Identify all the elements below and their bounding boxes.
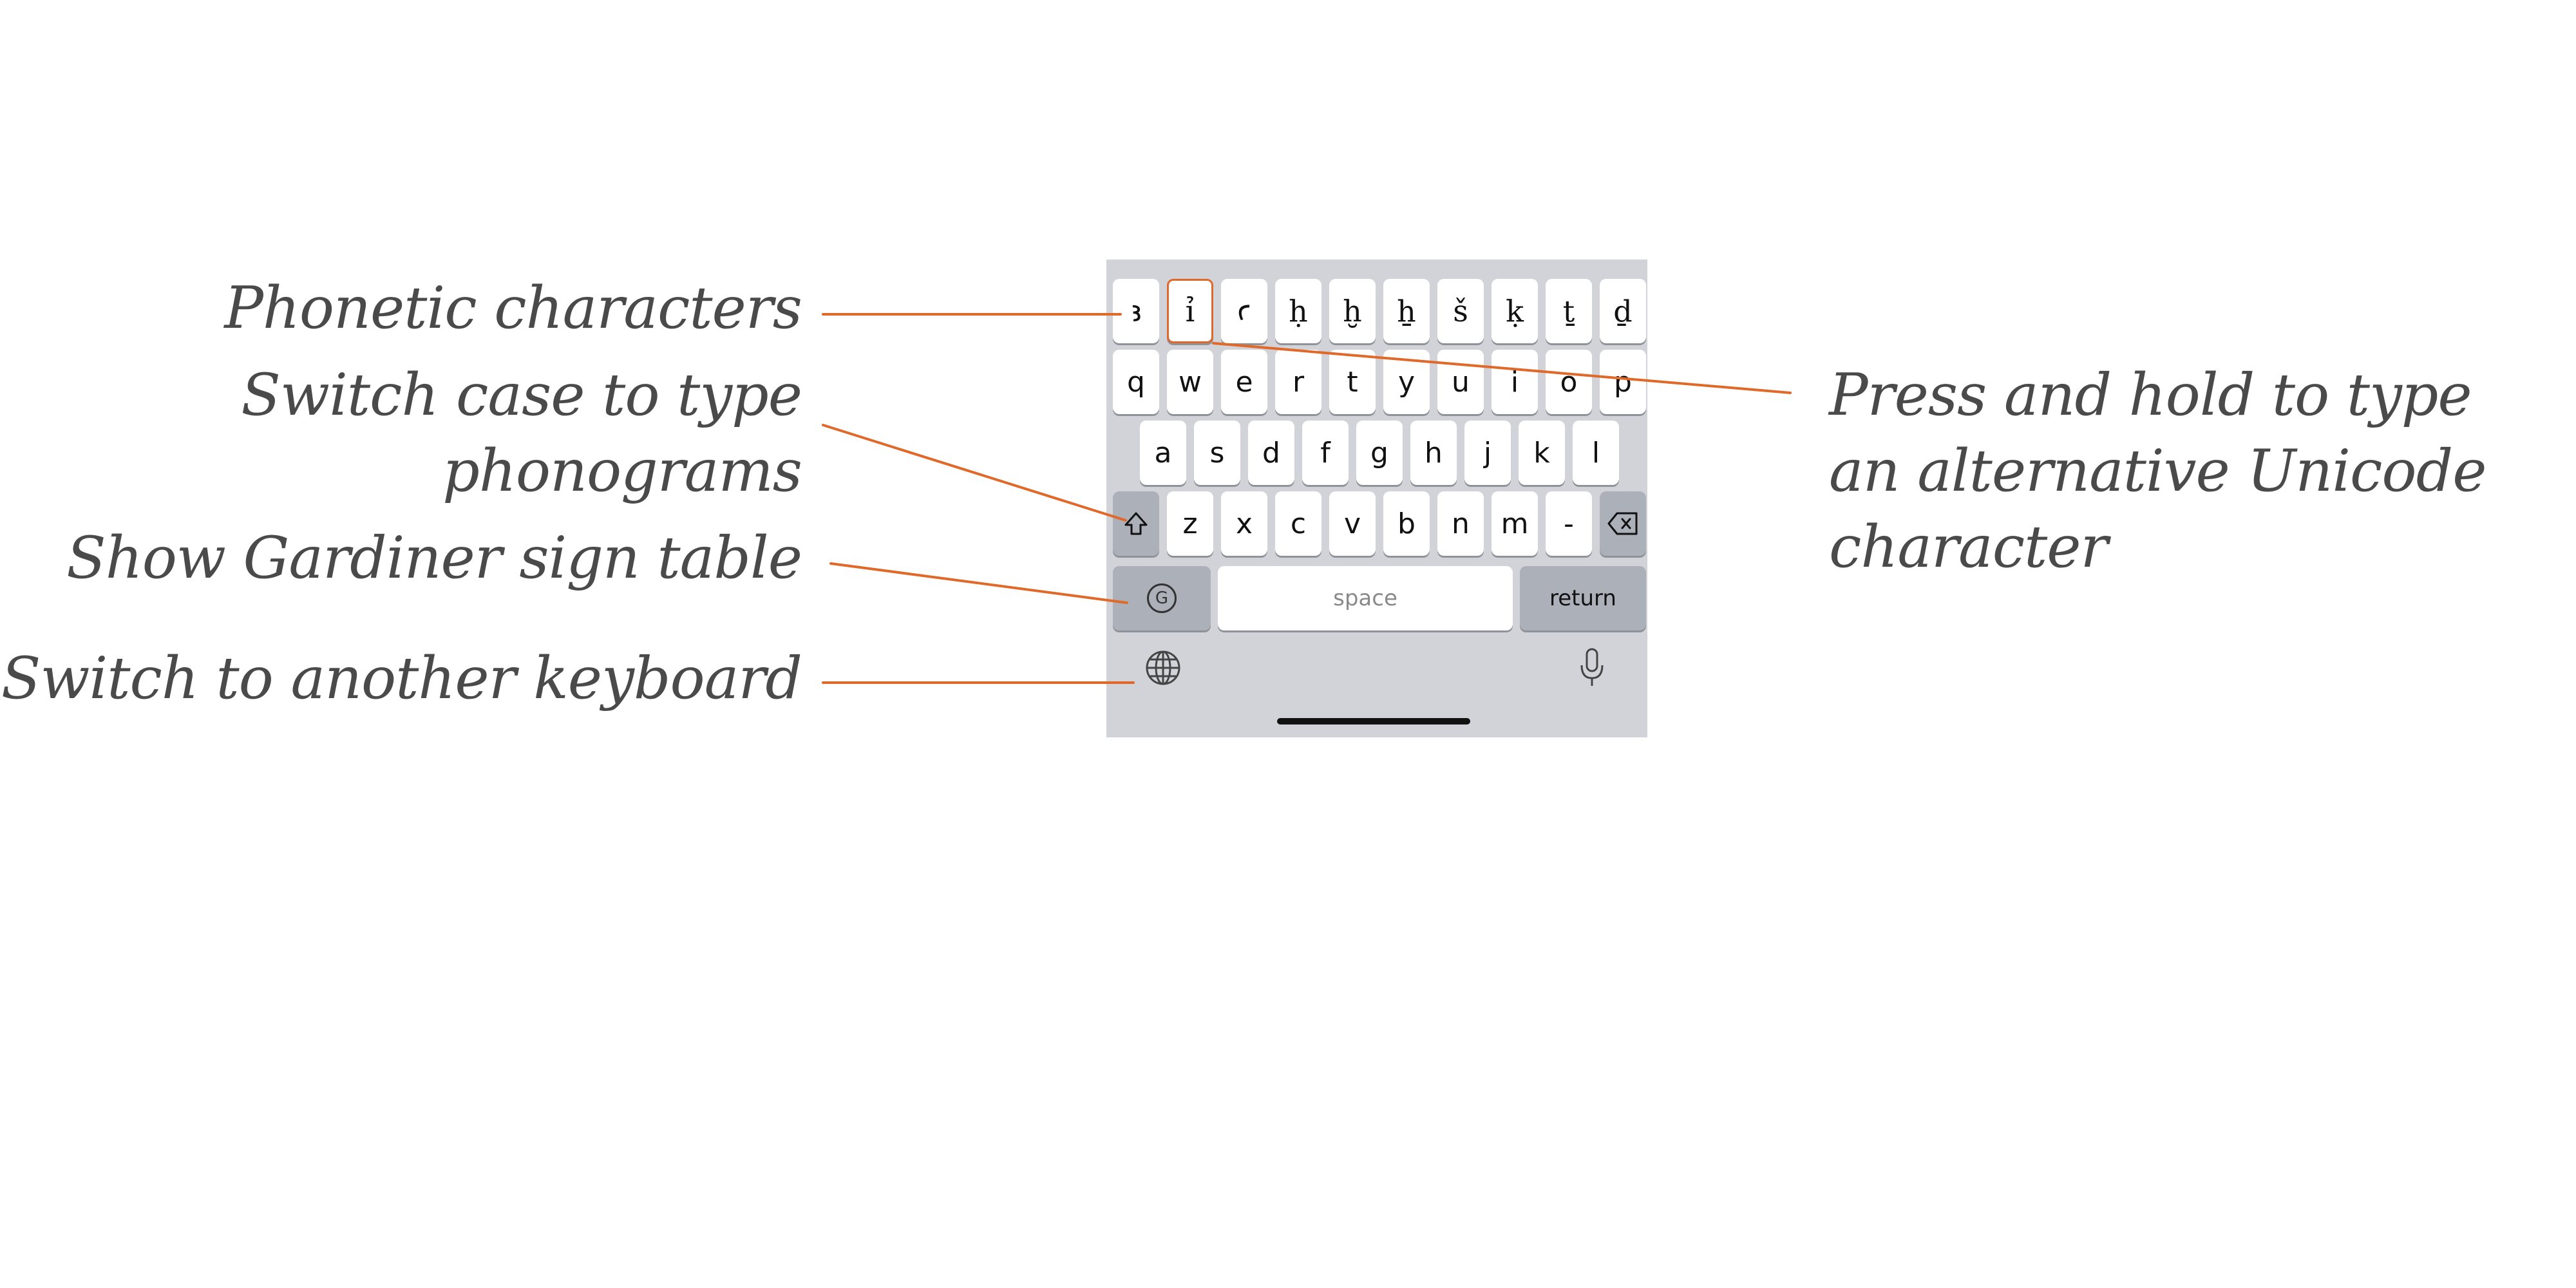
gardiner-table-key[interactable]: G (1113, 566, 1211, 630)
key-letter[interactable]: j (1464, 421, 1511, 485)
key-letter[interactable]: n (1437, 491, 1484, 556)
key-letter[interactable]: r (1275, 350, 1321, 414)
label-phonetic-characters-text: Phonetic characters (224, 274, 802, 342)
microphone-icon[interactable] (1569, 645, 1615, 691)
label-phonetic-characters: Phonetic characters (224, 270, 802, 346)
key-letter[interactable]: a (1140, 421, 1186, 485)
label-press-and-hold-line1: Press and hold to type (1829, 361, 2472, 429)
key-phonetic[interactable]: ỉ (1167, 279, 1213, 343)
key-phonetic[interactable]: ṯ (1546, 279, 1592, 343)
shift-arrow-icon (1122, 509, 1150, 538)
key-phonetic[interactable]: ḥ (1275, 279, 1321, 343)
key-letter[interactable]: k (1519, 421, 1565, 485)
key-letter[interactable]: u (1437, 350, 1484, 414)
label-switch-case-line1: Switch case to type (241, 361, 802, 429)
key-letter[interactable]: x (1221, 491, 1267, 556)
label-press-and-hold-line2: an alternative Unicode (1829, 437, 2486, 505)
key-letter[interactable]: v (1329, 491, 1376, 556)
label-switch-keyboard: Switch to another keyboard (1, 641, 802, 717)
key-letter[interactable]: q (1113, 350, 1159, 414)
label-press-and-hold-line3: character (1829, 513, 2108, 581)
backspace-icon (1607, 511, 1639, 536)
label-press-and-hold: Press and hold to type an alternative Un… (1829, 357, 2486, 585)
space-key[interactable]: space (1218, 566, 1513, 630)
leader-switch-case (822, 424, 1127, 522)
key-letter[interactable]: s (1194, 421, 1240, 485)
key-phonetic[interactable]: ꜣ (1113, 279, 1159, 343)
key-letter[interactable]: w (1167, 350, 1213, 414)
home-indicator (1277, 718, 1470, 724)
key-phonetic[interactable]: ꜥ (1221, 279, 1267, 343)
key-letter[interactable]: h (1410, 421, 1457, 485)
key-letter[interactable]: y (1383, 350, 1430, 414)
backspace-key[interactable] (1600, 491, 1646, 556)
key-phonetic[interactable]: š (1437, 279, 1484, 343)
key-letter[interactable]: i (1492, 350, 1538, 414)
key-letter[interactable]: e (1221, 350, 1267, 414)
key-letter[interactable]: b (1383, 491, 1430, 556)
circled-g-icon: G (1147, 583, 1177, 613)
key-letter[interactable]: z (1167, 491, 1213, 556)
key-letter[interactable]: p (1600, 350, 1646, 414)
key-letter[interactable]: o (1546, 350, 1592, 414)
label-switch-case-line2: phonograms (442, 437, 802, 505)
key-phonetic[interactable]: ḏ (1600, 279, 1646, 343)
key-phonetic[interactable]: ḳ (1492, 279, 1538, 343)
label-gardiner-table: Show Gardiner sign table (66, 520, 802, 596)
key-letter[interactable]: m (1492, 491, 1538, 556)
key-phonetic[interactable]: ḫ (1329, 279, 1376, 343)
key-letter[interactable]: f (1302, 421, 1349, 485)
key-letter[interactable]: l (1573, 421, 1619, 485)
key-phonetic[interactable]: ẖ (1383, 279, 1430, 343)
label-gardiner-table-text: Show Gardiner sign table (66, 524, 802, 592)
gardiner-key-letter: G (1155, 589, 1169, 608)
leader-gardiner (829, 562, 1128, 604)
label-switch-case: Switch case to type phonograms (241, 357, 802, 509)
key-letter[interactable]: t (1329, 350, 1376, 414)
label-switch-keyboard-text: Switch to another keyboard (1, 645, 802, 712)
hieroglyph-keyboard: ꜣ ỉ ꜥ ḥ ḫ ẖ š ḳ ṯ ḏ q w e r t y u i o p … (1106, 260, 1647, 737)
shift-key[interactable] (1113, 491, 1159, 556)
key-letter[interactable]: d (1248, 421, 1294, 485)
key-hyphen[interactable]: - (1546, 491, 1592, 556)
return-key[interactable]: return (1520, 566, 1646, 630)
key-letter[interactable]: g (1356, 421, 1403, 485)
globe-icon[interactable] (1140, 645, 1186, 691)
key-letter[interactable]: c (1275, 491, 1321, 556)
